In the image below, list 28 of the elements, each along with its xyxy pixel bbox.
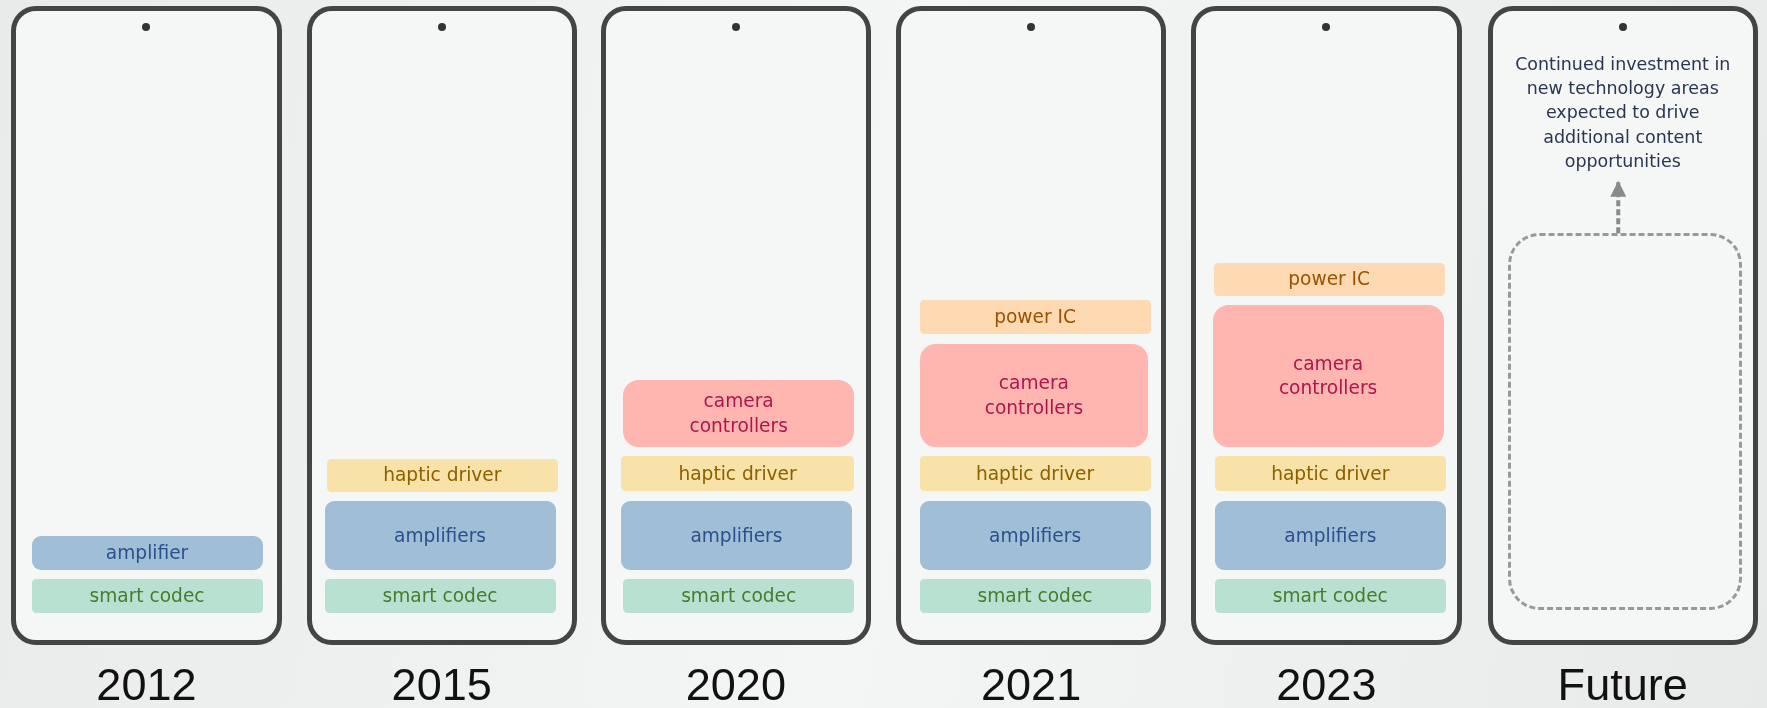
component-block: camera controllers: [623, 379, 855, 448]
component-block: amplifiers: [919, 501, 1151, 571]
year-label: 2020: [684, 658, 787, 708]
component-block: haptic driver: [919, 456, 1151, 492]
component-block: camera controllers: [1212, 305, 1444, 448]
year-label: Future: [1556, 658, 1689, 708]
component-block: smart codec: [919, 579, 1151, 613]
component-block: smart codec: [31, 579, 263, 613]
component-block: smart codec: [324, 579, 556, 613]
year-label: 2015: [390, 658, 493, 708]
component-block: haptic driver: [326, 458, 558, 493]
year-label: 2021: [980, 658, 1083, 708]
component-block: camera controllers: [919, 343, 1149, 448]
component-block: smart codec: [1214, 579, 1446, 613]
arrow: [1610, 180, 1627, 234]
component-block: amplifiers: [620, 501, 852, 571]
dashed-placeholder-box: [1507, 233, 1743, 610]
component-block: power IC: [919, 299, 1151, 334]
component-block: smart codec: [623, 579, 855, 613]
component-block: amplifier: [31, 536, 263, 571]
year-label: 2023: [1275, 658, 1378, 708]
component-block: amplifiers: [324, 501, 556, 571]
component-block: haptic driver: [620, 456, 855, 492]
component-block: haptic driver: [1214, 456, 1446, 492]
component-block: amplifiers: [1214, 501, 1446, 571]
note-text: Continued investment in new technology areas expected to drive additional content opportunities: [1498, 45, 1747, 181]
year-label: 2012: [95, 658, 198, 708]
component-block: power IC: [1213, 262, 1445, 297]
